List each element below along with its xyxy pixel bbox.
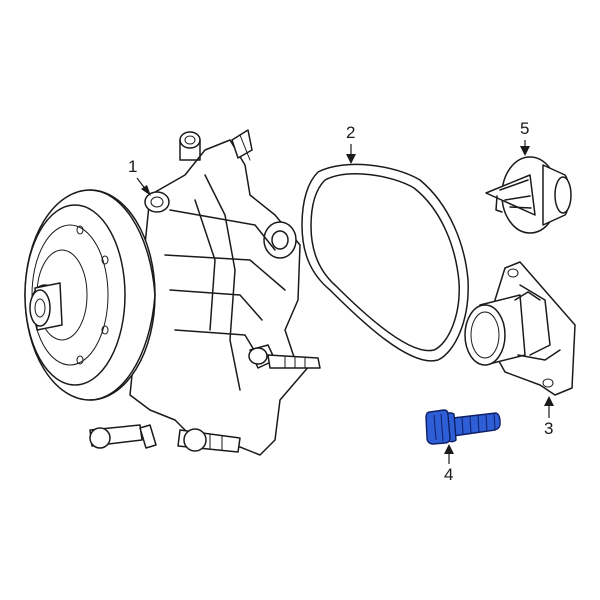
callout-2-label: 2 xyxy=(346,123,355,142)
thermostat-housing-part[interactable] xyxy=(464,261,576,396)
water-pump-part[interactable] xyxy=(24,129,321,456)
callout-3[interactable]: 3 xyxy=(544,396,554,438)
callout-4[interactable]: 4 xyxy=(444,444,454,484)
bolt-part[interactable] xyxy=(425,409,501,445)
thermostat-part[interactable] xyxy=(485,156,572,234)
callout-1-label: 1 xyxy=(128,157,137,176)
callout-5-label: 5 xyxy=(520,119,529,138)
callout-4-label: 4 xyxy=(444,465,453,484)
gasket-part[interactable] xyxy=(301,163,469,362)
callout-3-label: 3 xyxy=(544,419,553,438)
callout-1[interactable]: 1 xyxy=(128,157,151,196)
callout-5[interactable]: 5 xyxy=(520,119,530,156)
callout-2[interactable]: 2 xyxy=(346,123,356,164)
